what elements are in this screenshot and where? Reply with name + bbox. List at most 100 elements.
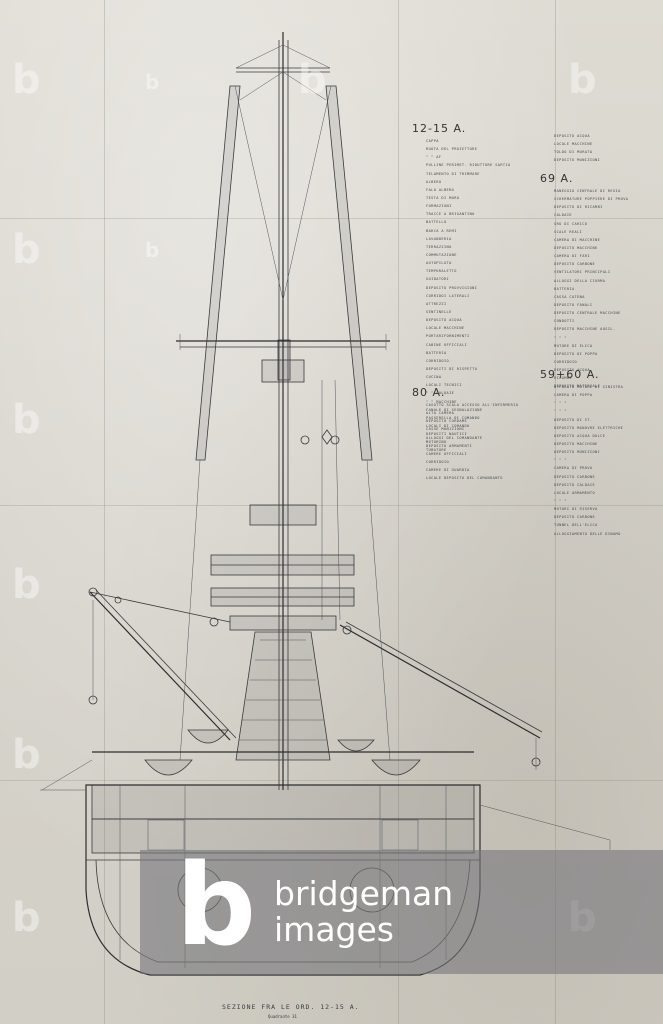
legend-item-label: ALLOGGI DELLA CIURMA <box>554 278 606 283</box>
lifeboats <box>144 729 421 776</box>
drawing-caption: SEZIONE FRA LE ORD. 12-15 A. <box>222 1003 360 1011</box>
side-cranes <box>88 587 543 770</box>
legend-item: FANALE DI SEGNALAZIONE <box>412 406 511 414</box>
legend-item-label: TEMPORALETTO <box>426 269 457 274</box>
derrick-booms <box>179 71 391 761</box>
legend-item: DEPOSITO MACCHINE <box>540 244 628 252</box>
legend-item-label: PULLINE PERIMET. RIDUTTORE SARTIA <box>426 163 511 168</box>
legend-item: CAMERA DI POPPA <box>540 391 623 399</box>
legend-item-label: DEPOSITO MUNIZIONI <box>554 158 601 163</box>
legend-item: FALO ALBERO <box>412 186 511 194</box>
legend-heading: 12-15 A. <box>412 122 467 135</box>
legend-item-label: TRACCE A BRIGANTINO <box>426 212 475 217</box>
legend-item-label: RUOTA DEL PROIETTORE <box>426 147 478 152</box>
legend-item: TESTA DI MORO <box>412 194 511 202</box>
legend-item-label: " " CALDAIE <box>426 391 455 396</box>
legend-item-label: SENTINELLE <box>426 309 452 314</box>
legend-item: CAMERE DI GUARDIA <box>412 466 518 474</box>
legend-item-label: DEPOSITO CARBONE <box>554 262 596 267</box>
legend-item: TUNNEL DELL'ELICA <box>540 521 623 529</box>
watermark-glyph: b <box>568 57 597 103</box>
legend-item-label: DEPOSITO CENTRALE MACCHINE <box>554 311 621 316</box>
legend-item: DEPOSITO PROVVIGIONI <box>412 284 511 292</box>
legend-item-label: DEPOSITO FANALI <box>554 302 593 307</box>
bridgeman-logo-icon: b <box>175 841 257 971</box>
legend-item: ALLOGGI DELLA CIURMA <box>540 277 628 285</box>
legend-item-label: " " MACCHINE <box>426 399 457 404</box>
legend-item-label: TESTA DI MORO <box>426 195 460 200</box>
legend-item: TOLDO DI MURATA <box>540 148 600 156</box>
legend-item: ATTREZZI <box>412 300 511 308</box>
legend-item-label: SCALE REALI <box>554 229 583 234</box>
legend-item-label: GUIDATORI <box>426 277 450 282</box>
legend-item-label: CORRIDOI LATERALI <box>426 293 470 298</box>
legend-item-label: VENTILATORI PRINCIPALI <box>554 270 611 275</box>
legend-item-label: LOCALE MACCHINE <box>554 142 593 147</box>
watermark-glyph: b <box>145 238 160 262</box>
legend-item: DEPOSITO FANALI <box>540 301 628 309</box>
legend-item-label: DEPOSITO ARMAMENTI <box>426 443 473 448</box>
legend-item-label: ALTA CAMERA <box>426 411 455 416</box>
legend-item-label: CAMERA DI MACCHINE <box>554 237 601 242</box>
legend-item: PULLINE PERIMET. RIDUTTORE SARTIA <box>412 161 511 169</box>
legend-item: SCHERMATURE POPPIERE DI PROVA <box>540 195 628 203</box>
legend-section-59-60: 59+60 A. APPARATO MOTORE DI SINISTRA CAME… <box>540 368 623 538</box>
legend-item: DEPOSITO DI ST. <box>540 416 623 424</box>
legend-item-label: DEPOSITI NAUTICI <box>426 432 468 437</box>
legend-item: DEPOSITI NAUTICI <box>412 430 511 438</box>
legend-item-label: APPARATO MOTORE DI SINISTRA <box>554 385 624 389</box>
legend-list: APPARATO MOTORE DI SINISTRA CAMERA DI POP… <box>540 383 623 538</box>
legend-item: " " " <box>540 407 623 415</box>
legend-item-label: DEPOSITO MACCHINE <box>554 441 598 446</box>
watermark-banner: b bridgeman images <box>140 850 663 974</box>
legend-item: DEPOSITO ACQUA DOLCE <box>540 432 623 440</box>
legend-item: MANEGGIO CENTRALE DI REGIA <box>540 187 628 195</box>
legend-heading: 80 A. <box>412 386 446 399</box>
legend-item-label: DEPOSITO ACQUA <box>554 134 590 138</box>
legend-item: SENTINELLE <box>412 308 511 316</box>
legend-item: DEPOSITO ARMAMENTI <box>412 442 518 450</box>
legend-item: CORRIDOIO <box>412 357 511 365</box>
legend-item: MOTORE DI ELICA <box>540 342 628 350</box>
legend-item-label: MOTORI DI RISERVA <box>554 507 598 512</box>
legend-item-label: DEPOSITO PROVVIGIONI <box>426 285 478 290</box>
drawing-subcaption: Quadrante 31 <box>268 1014 297 1019</box>
legend-item-label: CAMERE UFFICIALI <box>426 451 468 456</box>
legend-item-label: DEPOSITO MACCHINE <box>554 245 598 250</box>
legend-item: DEPOSITO CARBONE <box>540 513 623 521</box>
legend-item-label: TOLDO DI MURATA <box>554 150 593 155</box>
legend-item: DEPOSITO DI POPPA <box>540 350 628 358</box>
watermark-glyph: b <box>12 397 41 443</box>
legend-item-label: ATTREZZI <box>426 301 447 306</box>
legend-item: AUTOPILOTA <box>412 259 511 267</box>
legend-item-label: CORRIDOIO <box>426 358 450 363</box>
legend-item: BATTERIA <box>412 349 511 357</box>
legend-item: TERRAZZINO <box>412 243 511 251</box>
legend-item-label: RICAMBI <box>554 376 572 381</box>
legend-item-label: BATTELLO <box>426 220 447 225</box>
legend-item-label: CONDOTTI <box>554 319 575 324</box>
legend-item: CUCINA <box>412 373 511 381</box>
legend-item-label: DEPOSITO MACCHINE AUSIL. <box>554 327 616 332</box>
legend-item: DEPOSITO ACQUA <box>540 366 628 374</box>
legend-item: MOTORINO <box>412 438 511 446</box>
legend-item: DEPOSITO MUNIZIONI <box>540 156 600 164</box>
legend-item-label: LAVANDERIA <box>426 236 452 241</box>
legend-item-label: TUBATURE <box>426 448 447 453</box>
legend-item-label: ALLOGGIAMENTO DELLE DINAMO <box>554 531 621 536</box>
legend-item: " " " <box>540 456 623 464</box>
legend-heading: 59+60 A. <box>540 368 600 381</box>
legend-item: CAMERA DI PROVA <box>540 464 623 472</box>
legend-item-label: COMMUTAZIONE <box>426 252 457 257</box>
legend-item-label: BATTERIA <box>426 350 447 355</box>
legend-item-label: CAPPA <box>426 139 439 143</box>
legend-item: " " CALDAIE <box>412 389 511 397</box>
legend-item: DEPOSITO CARBONE <box>540 260 628 268</box>
watermark-glyph: b <box>12 57 41 103</box>
legend-item: LOCALE MACCHINE <box>412 324 511 332</box>
watermark-glyph: b <box>145 70 160 94</box>
legend-item: MOTORI DI RISERVA <box>540 505 623 513</box>
